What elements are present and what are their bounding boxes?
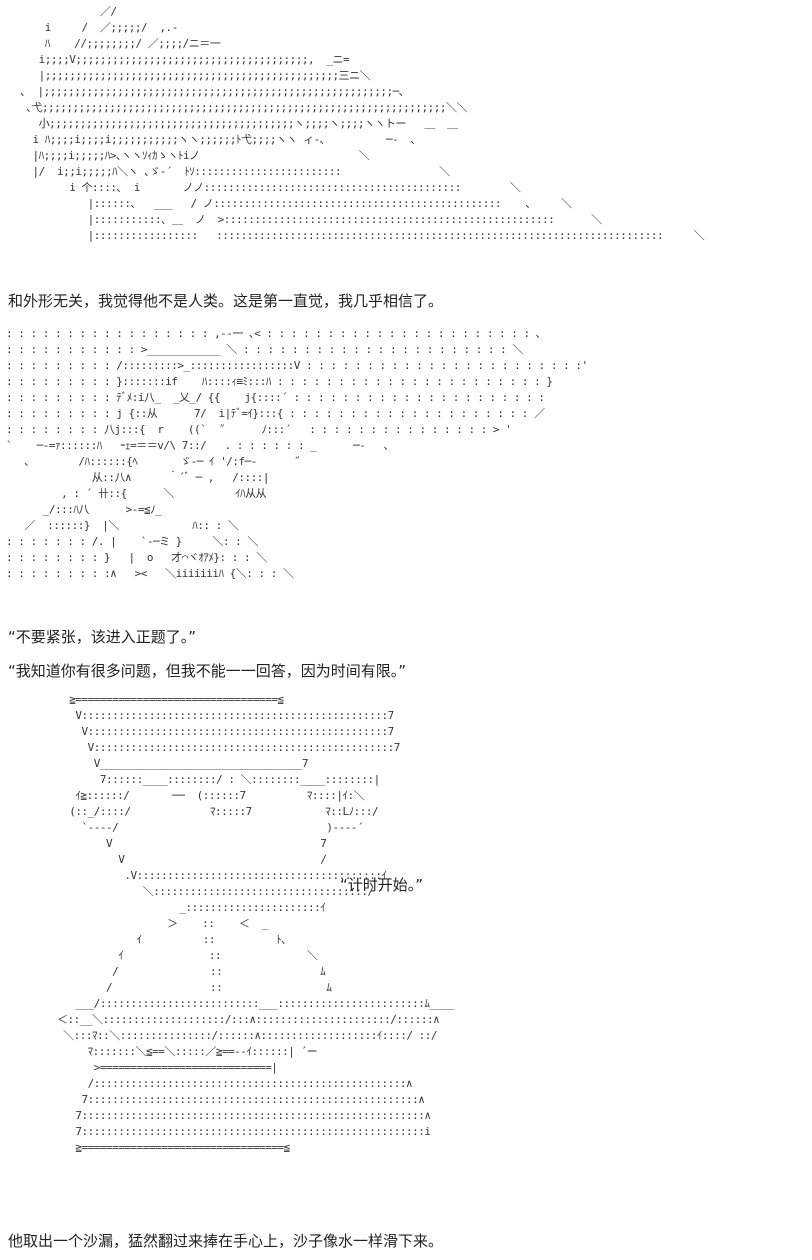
ascii-art-1: ／/ i / ／;;;;;/ ,.- ﾊ //;;;;;;;;/ ／;;;;/ニ…	[20, 5, 705, 242]
dialogue-2: “我知道你有很多问题，但我不能一一回答，因为时间有限。”	[8, 662, 407, 680]
narration-2: 他取出一个沙漏，猛然翻过来捧在手心上，沙子像水一样滑下来。	[8, 1232, 444, 1250]
dialogue-1: “不要紧张，该进入正题了。”	[8, 628, 197, 646]
ascii-art-2: : : : : : : : : : : : : : : : : : ,--一 ､…	[6, 327, 588, 580]
speech-bubble: “计时开始。”	[340, 876, 424, 894]
ascii-art-3: ≧=================================≦ V:::…	[56, 693, 454, 1154]
narration-1: 和外形无关，我觉得他不是人类。这是第一直觉，我几乎相信了。	[8, 292, 444, 310]
